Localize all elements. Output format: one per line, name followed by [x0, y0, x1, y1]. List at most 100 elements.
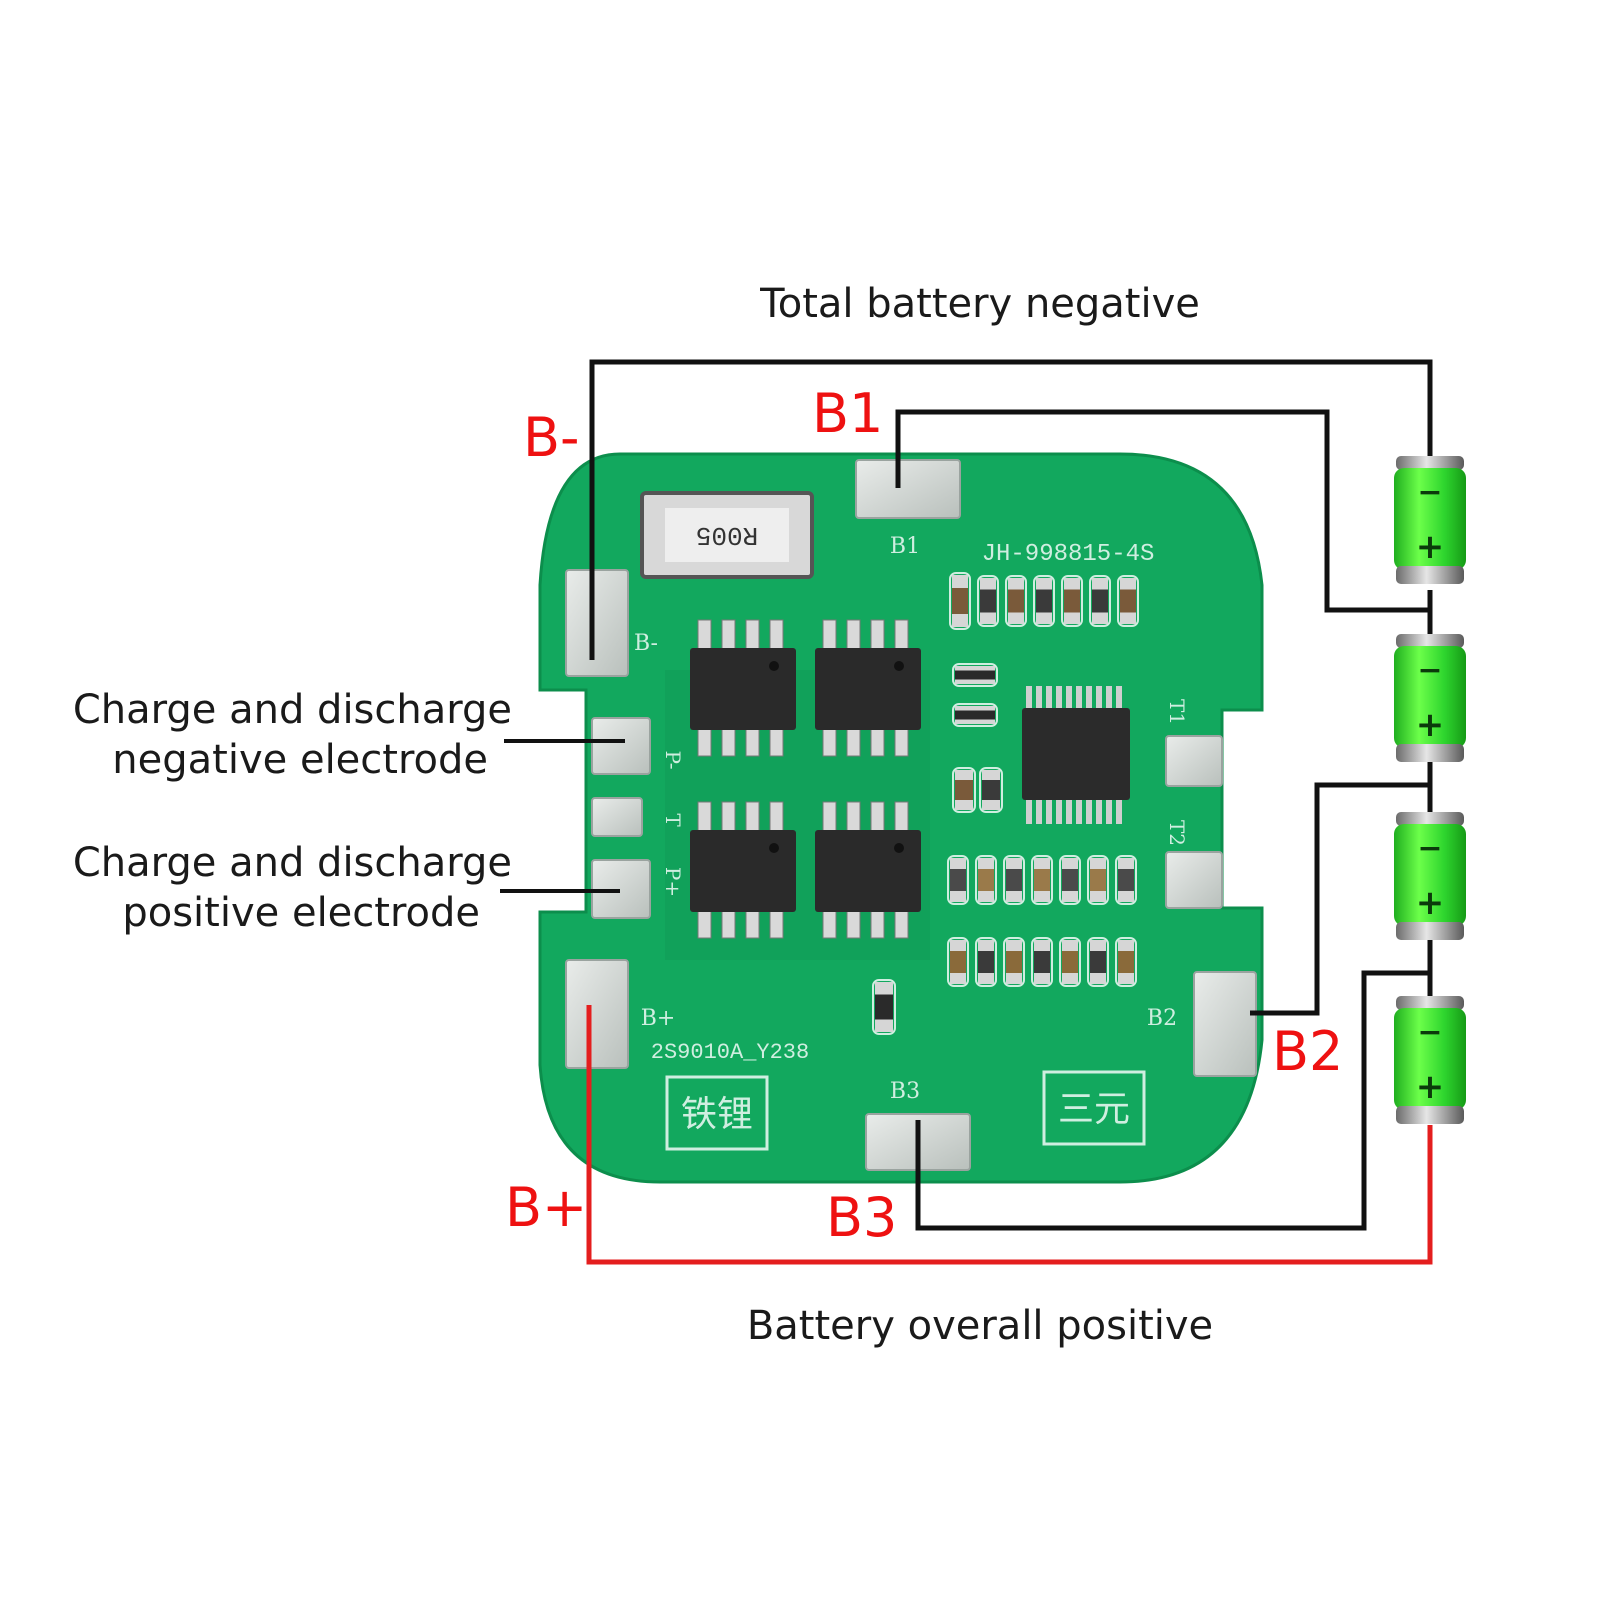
- mosfet-pin: [894, 907, 909, 939]
- smd-outline: [1061, 575, 1083, 627]
- mosfet-pin: [894, 725, 909, 757]
- smd-body: [1118, 951, 1134, 973]
- smd-outline: [975, 855, 997, 905]
- smd-outline: [975, 937, 997, 987]
- ic-pin: [1056, 686, 1062, 710]
- smd-outline: [1089, 575, 1111, 627]
- ic-pin: [1036, 800, 1042, 824]
- mosfet-pin: [745, 907, 760, 939]
- cell-minus-sign: −: [1417, 475, 1442, 510]
- smd-body: [1006, 951, 1022, 973]
- mosfet-pin: [721, 801, 736, 833]
- cell-plus-sign: +: [1416, 883, 1445, 923]
- mosfet-pin: [769, 725, 784, 757]
- mosfet-group: [690, 619, 921, 939]
- cell-minus-sign: −: [1417, 831, 1442, 866]
- smd-body: [978, 869, 994, 891]
- pcb-board: R005 B- B1 JH-998815-4S P- T P+ T1 T2 B+…: [538, 452, 1264, 1184]
- ic-pin: [1106, 686, 1112, 710]
- pad-t: [591, 797, 643, 837]
- cell-cap-bottom: [1396, 1106, 1464, 1124]
- ic-pin: [1096, 800, 1102, 824]
- smd-body: [1064, 589, 1080, 613]
- mosfet-pin: [846, 907, 861, 939]
- ic-pin: [1076, 686, 1082, 710]
- smd-outline: [1031, 937, 1053, 987]
- smd-bottom-row-1: [947, 937, 969, 987]
- ic-pin: [1046, 686, 1052, 710]
- smd-body: [875, 994, 893, 1020]
- smd-outline: [977, 575, 999, 627]
- smd-outline: [1003, 855, 1025, 905]
- mosfet-pin: [822, 725, 837, 757]
- mosfet-pin: [870, 725, 885, 757]
- smd-body: [1092, 589, 1108, 613]
- silk-t2: T2: [1165, 820, 1189, 846]
- wire-b1: [895, 409, 1430, 613]
- silk-b-minus: B-: [634, 631, 658, 656]
- smd-mid-row-5: [1059, 855, 1081, 905]
- cell-cap-bottom: [1396, 566, 1464, 584]
- smd-body: [1006, 869, 1022, 891]
- mosfet-pin: [769, 801, 784, 833]
- cell-minus-sign: −: [1417, 1015, 1442, 1050]
- mosfet-pin: [894, 801, 909, 833]
- silk-p-minus: P-: [661, 750, 685, 769]
- battery-cell-4: −+: [1394, 996, 1466, 1124]
- smd-outline: [947, 937, 969, 987]
- smd-bottom-row-2: [975, 937, 997, 987]
- mosfet-body: [690, 648, 796, 730]
- smd-left-1: [949, 572, 971, 630]
- pad-b1: [855, 459, 961, 519]
- smd-top-row-5: [1089, 575, 1111, 627]
- mosfet-pin1-dot: [894, 661, 904, 671]
- smd-body: [950, 869, 966, 891]
- ic-pin: [1026, 686, 1032, 710]
- ic-pin: [1076, 800, 1082, 824]
- mosfet-body: [815, 648, 921, 730]
- smd-outline: [952, 703, 998, 727]
- smd-top-row-6: [1117, 575, 1139, 627]
- smd-diode-2: [952, 703, 998, 727]
- pin-label-b2: B2: [1272, 1020, 1344, 1083]
- smd-bottom-row-5: [1059, 937, 1081, 987]
- caption-neg-electrode-line2: negative electrode: [112, 737, 488, 783]
- smd-top-row-4: [1061, 575, 1083, 627]
- mosfet-pin: [721, 907, 736, 939]
- mosfet-3: [690, 801, 796, 939]
- ic-pin: [1066, 800, 1072, 824]
- pin-label-b1: B1: [812, 382, 884, 445]
- mosfet-pin: [769, 907, 784, 939]
- smd-body: [982, 780, 1000, 800]
- mosfet-pin: [870, 801, 885, 833]
- smd-body: [978, 951, 994, 973]
- battery-cell-2: −+: [1394, 634, 1466, 762]
- mosfet-pin1-dot: [769, 843, 779, 853]
- caption-pos-electrode-line2: positive electrode: [122, 890, 480, 936]
- ic-pin: [1086, 686, 1092, 710]
- smd-outline: [1115, 937, 1137, 987]
- caption-battery-overall-positive: Battery overall positive: [746, 1303, 1214, 1349]
- smd-body: [1036, 589, 1052, 613]
- smd-body: [1120, 589, 1136, 613]
- smd-top-row-1: [977, 575, 999, 627]
- mosfet-pin: [870, 619, 885, 651]
- smd-bottom-row-3: [1003, 937, 1025, 987]
- smd-body: [1062, 869, 1078, 891]
- smd-body: [950, 951, 966, 973]
- silk-serial: 2S9010A_Y238: [651, 1040, 809, 1065]
- silk-t: T: [661, 813, 685, 827]
- smd-mid-row-2: [975, 855, 997, 905]
- ic-pin: [1066, 686, 1072, 710]
- cell-cap-bottom: [1396, 922, 1464, 940]
- smd-top-row-3: [1033, 575, 1055, 627]
- pin-label-b3: B3: [826, 1186, 898, 1249]
- mosfet-pin: [894, 619, 909, 651]
- smd-fuse: [872, 979, 896, 1035]
- smd-top-row-2: [1005, 575, 1027, 627]
- smd-body: [955, 710, 995, 720]
- mosfet-pin: [745, 619, 760, 651]
- silk-b3: B3: [890, 1079, 920, 1104]
